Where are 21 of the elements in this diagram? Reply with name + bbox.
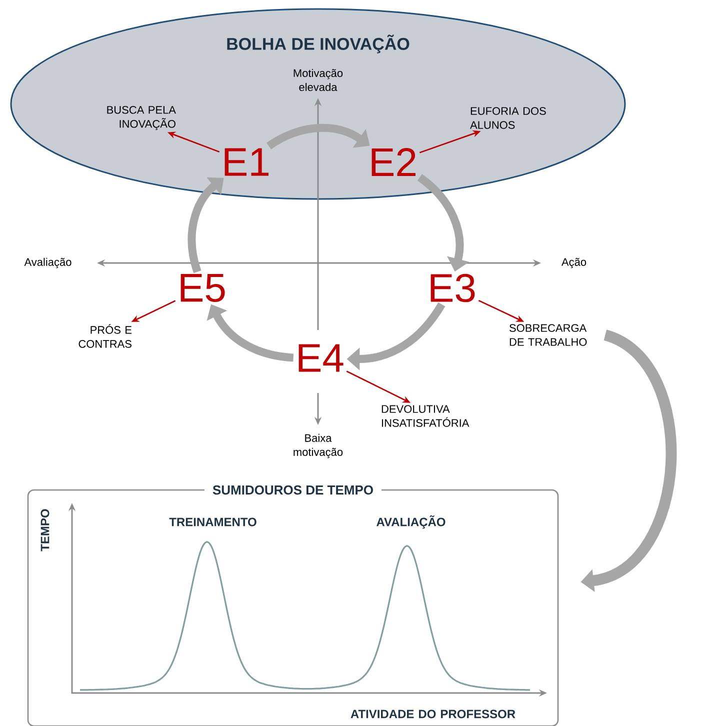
peak-label: TREINAMENTO bbox=[169, 518, 256, 526]
note-text: PRÓS E CONTRAS bbox=[78, 324, 132, 348]
stage-label: E1 bbox=[224, 148, 269, 176]
note-text: DEVOLUTIVA INSATISFATÓRIA bbox=[382, 405, 470, 427]
bubble-title: BOLHA DE INOVAÇÃO bbox=[227, 34, 410, 54]
axis-label: Motivação elevada bbox=[294, 68, 343, 92]
stage-label: E2 bbox=[372, 148, 416, 176]
axis-label: Avaliação bbox=[24, 258, 72, 268]
axis-title: TEMPO bbox=[40, 509, 50, 552]
note-text: EUFORIA DOS ALUNOS bbox=[470, 107, 546, 129]
cycle-arrow bbox=[188, 177, 224, 274]
stage-label: E5 bbox=[180, 274, 225, 302]
panel-title: SUMIDOUROS DE TEMPO bbox=[204, 482, 382, 498]
stage-label: E3 bbox=[430, 274, 475, 302]
note-text: BUSCA PELA INOVAÇÃO bbox=[107, 106, 176, 130]
note-text: SOBRECARGA DE TRABALHO bbox=[510, 324, 587, 346]
stage-label: E4 bbox=[298, 344, 344, 372]
axis-label: Baixa motivação bbox=[294, 434, 343, 458]
axis-label: Ação bbox=[561, 258, 586, 268]
peak-label: AVALIAÇÃO bbox=[376, 515, 446, 529]
axis-title: ATIVIDADE DO PROFESSOR bbox=[350, 710, 516, 718]
